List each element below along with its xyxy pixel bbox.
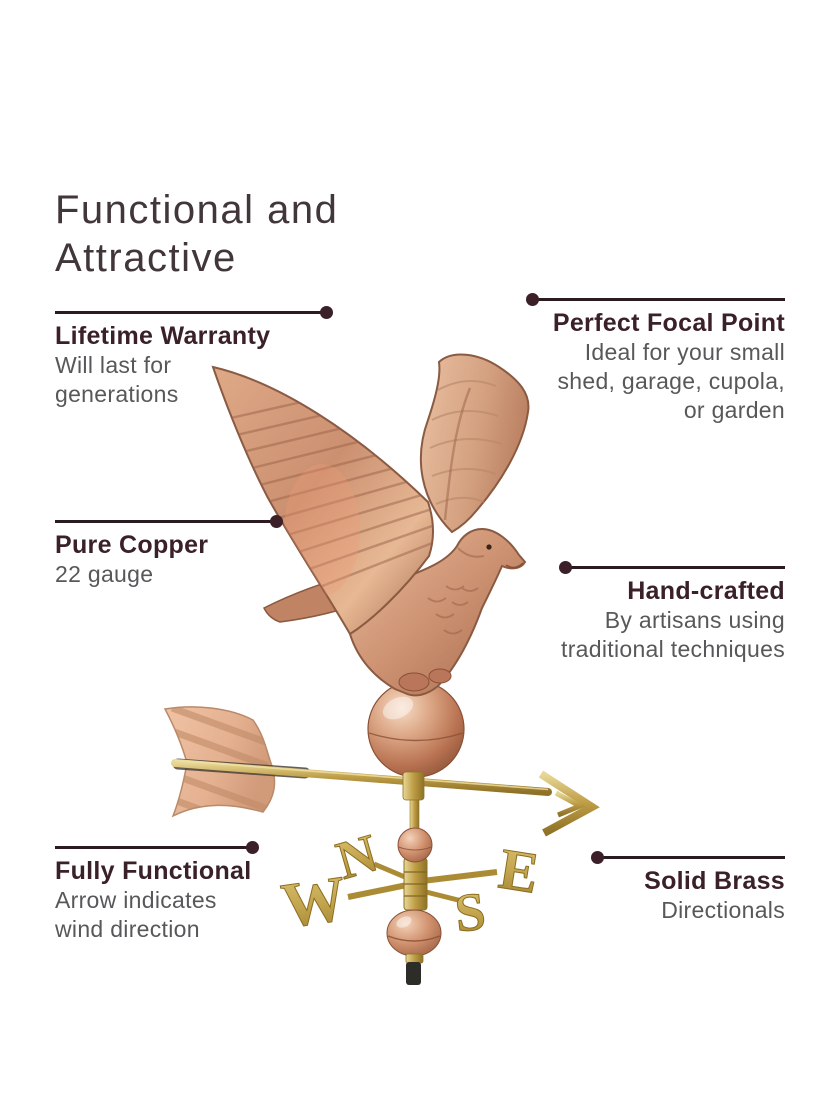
lower-finial [386,909,442,985]
copper-globe [367,680,465,778]
mount-rod [406,962,421,985]
callout-lifetime-warranty: Lifetime Warranty Will last for generati… [55,306,340,409]
callout-body-line: Ideal for your small [584,339,785,365]
small-copper-ball-lower [386,909,442,957]
callout-heading: Hand-crafted [627,577,785,605]
eagle-foot [398,672,430,692]
eagle-beak [505,562,524,569]
callout-body: By artisans using traditional techniques [520,606,785,664]
callout-body: 22 gauge [55,560,340,589]
directional-letter-west: W [277,862,350,941]
page-title-line1: Functional and [55,188,339,232]
callout-body-line: Will last for [55,352,172,378]
callout-dot [320,306,333,319]
callout-body: Ideal for your small shed, garage, cupol… [520,338,785,425]
callout-rule [591,851,785,864]
callout-body-line: Arrow indicates [55,887,217,913]
callout-hand-crafted: Hand-crafted By artisans using tradition… [520,561,785,664]
callout-perfect-focal-point: Perfect Focal Point Ideal for your small… [520,293,785,425]
eagle-eye [486,544,492,550]
eagle-foot [428,668,452,684]
callout-dot [591,851,604,864]
callout-dot [526,293,539,306]
eagle-far-wing [419,353,530,534]
callout-heading: Perfect Focal Point [552,309,785,337]
callout-body-line: traditional techniques [561,636,785,662]
callout-body-line: shed, garage, cupola, [557,368,785,394]
callout-body-line: Directionals [661,897,785,923]
arrow-head [538,770,600,837]
callout-body-line: generations [55,381,179,407]
directional-letter-south: S [452,881,488,944]
callout-dot [246,841,259,854]
page-title-line2: Attractive [55,236,237,280]
callout-heading: Lifetime Warranty [55,322,271,350]
callout-body-line: or garden [683,397,785,423]
callout-dot [559,561,572,574]
callout-body-line: wind direction [55,916,200,942]
callout-rule [559,561,785,574]
callout-rule [55,515,283,528]
callout-dot [270,515,283,528]
arrow-pivot-sleeve [402,771,425,801]
arrow [163,706,600,837]
arrow-shaft [171,759,552,796]
callout-heading: Pure Copper [55,531,209,559]
page-title: Functional and Attractive [55,186,338,282]
callout-rule [526,293,785,306]
callout-rule [55,306,333,319]
callout-solid-brass: Solid Brass Directionals [540,851,785,925]
callout-heading: Solid Brass [644,867,785,895]
callout-body-line: 22 gauge [55,561,154,587]
callout-body: Directionals [540,896,785,925]
brass-nut [405,953,424,964]
small-copper-ball-upper [397,827,433,863]
callout-body: Will last for generations [55,351,340,409]
callout-rule [55,841,259,854]
directional-letter-east: E [495,836,543,906]
callout-fully-functional: Fully Functional Arrow indicates wind di… [55,841,340,944]
callout-pure-copper: Pure Copper 22 gauge [55,515,340,589]
callout-heading: Fully Functional [55,857,252,885]
callout-body: Arrow indicates wind direction [55,886,340,944]
callout-body-line: By artisans using [604,607,785,633]
